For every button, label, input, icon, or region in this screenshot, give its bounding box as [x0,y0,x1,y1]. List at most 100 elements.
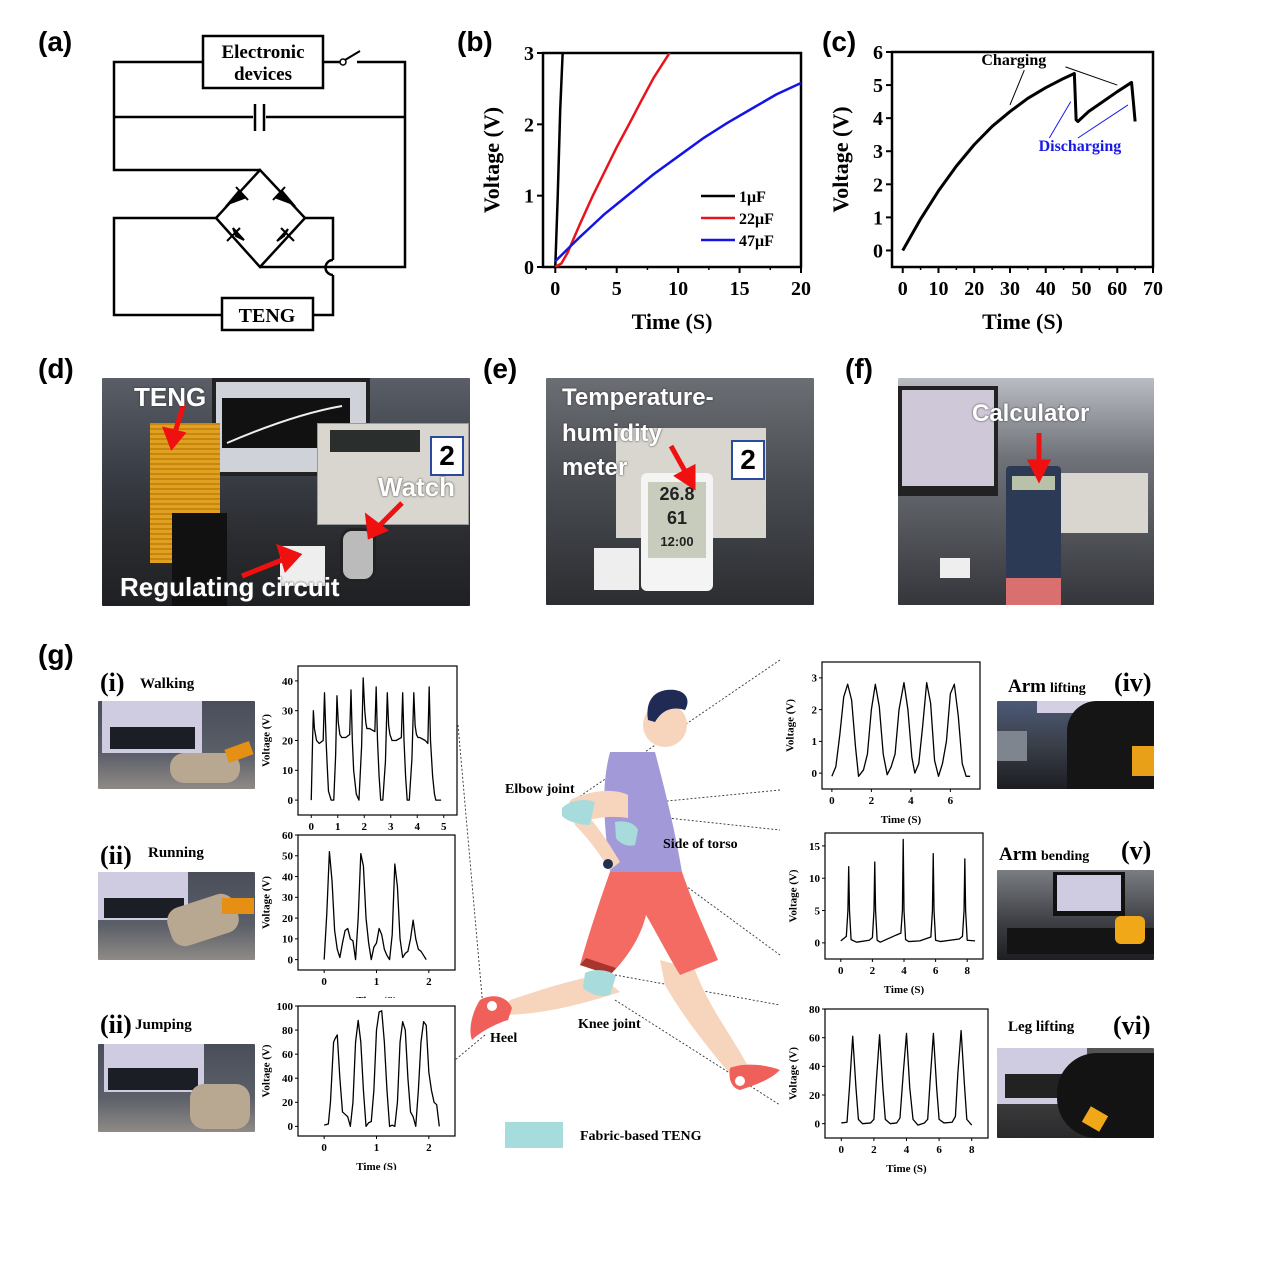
panel-label-c: (c) [822,26,857,57]
annotation-line2: humidity [562,420,662,447]
y-axis-label: Voltage (V) [479,107,504,213]
panel-label-a: (a) [38,26,73,57]
series-line-arm-bending [840,838,976,943]
x-tick-label: 20 [964,278,984,300]
x-tick-label: 0 [550,278,560,300]
y-tick-label: 20 [282,1097,294,1109]
arrow [668,444,696,491]
y-tick-label: 60 [282,1049,294,1061]
y-tick-label: 3 [873,141,883,163]
x-tick-label: 0 [309,821,315,830]
multimeter-display [330,430,420,452]
diode-bridge [214,168,307,269]
label-knee-joint: Knee joint [578,1017,641,1032]
leader-lines [454,659,781,1106]
arrow-discharging [1077,104,1129,139]
stand [1006,578,1061,605]
breadboard [594,548,639,590]
shorts-hem-back [580,958,616,975]
x-tick-label: 60 [1107,278,1127,300]
y-tick-label: 2 [873,174,883,196]
y-tick-label: 20 [809,1090,821,1102]
x-tick-label: 0 [829,795,835,807]
arrow-discharging [1048,101,1072,139]
series-line-arm-lifting [831,681,971,777]
y-tick-label: 60 [809,1033,821,1045]
title-small: bending [1040,849,1090,864]
y-tick-label: 0 [873,240,883,262]
series-line-22μF [554,53,671,267]
x-tick-label: 40 [1036,278,1056,300]
y-tick-label: 10 [282,934,294,946]
hair [647,689,688,722]
x-tick-label: 2 [870,965,876,977]
x-tick-label: 6 [948,795,954,807]
y-axis-label: Voltage (V) [260,714,272,767]
y-tick-label: 40 [282,871,294,883]
stand [172,513,227,606]
y-tick-label: 100 [277,1001,294,1013]
humidity-reading: 61 [666,508,688,528]
back-shoe [470,996,512,1040]
wire-right [260,60,407,269]
x-tick-label: 2 [871,1144,877,1156]
display-digit: 2 [430,436,464,476]
y-axis-label: Voltage (V) [787,1047,799,1100]
x-axis-label: Time (S) [881,814,922,826]
instrument [997,731,1027,761]
x-tick-label: 0 [321,976,327,988]
x-tick-label: 4 [415,821,421,830]
x-axis-label: Time (S) [886,1163,927,1175]
label-side-of-torso: Side of torso [663,837,738,852]
breadboard [940,558,970,578]
display-digit: 2 [731,440,765,480]
title-big: Arm [1008,676,1046,697]
x-tick-label: 30 [1000,278,1020,300]
y-tick-label: 40 [282,676,294,688]
y-tick-label: 30 [282,892,294,904]
plot-frame [821,661,981,790]
monitor-screen [902,390,994,486]
subpanel-num-v: (v) [1121,836,1152,865]
subpanel-num-iv: (iv) [1114,668,1152,697]
x-tick-label: 2 [869,795,875,807]
photo-d-watch-demo: 2 TENG Watch Regulating circuit [102,378,470,606]
x-axis-label: Time (S) [884,984,925,996]
shorts [580,872,718,975]
x-tick-label: 10 [928,278,948,300]
annotation-regulating-circuit: Regulating circuit [120,572,340,602]
x-tick-label: 8 [964,965,970,977]
annotation-discharging: Discharging [1039,138,1122,155]
panel-label-e: (e) [483,353,518,384]
photo-arm-bending [997,870,1154,960]
x-tick-label: 15 [730,278,750,300]
x-tick-label: 2 [362,821,368,830]
x-axis-label: Time (S) [356,995,397,998]
annotation-charging: Charging [981,52,1046,69]
shoe-circle [735,1076,745,1086]
monitor-plot [108,1068,198,1090]
panel-label-b: (b) [457,26,493,57]
y-tick-label: 0 [288,1121,294,1133]
y-tick-label: 10 [809,873,821,885]
arrows [161,402,404,579]
panel-label-f: (f) [845,353,873,384]
watch [603,859,613,869]
diodes [224,186,297,242]
x-tick-label: 1 [335,821,341,830]
label-elbow-joint: Elbow joint [505,782,575,797]
foot [190,1084,250,1129]
circuit-diagram: Electronic devices TENG [112,34,407,332]
calculator-screen [1012,476,1055,490]
x-tick-label: 3 [388,821,394,830]
series-line-running [323,850,427,961]
annotation-line1: Temperature- [562,384,714,411]
monitor-plot [110,727,195,749]
torso-teng [615,821,638,846]
photo-f-calculator-demo: Calculator [898,378,1154,605]
subpanel-num-vi: (vi) [1113,1011,1151,1040]
y-tick-label: 3 [812,673,818,685]
x-tick-label: 0 [898,278,908,300]
y-tick-label: 60 [282,830,294,842]
